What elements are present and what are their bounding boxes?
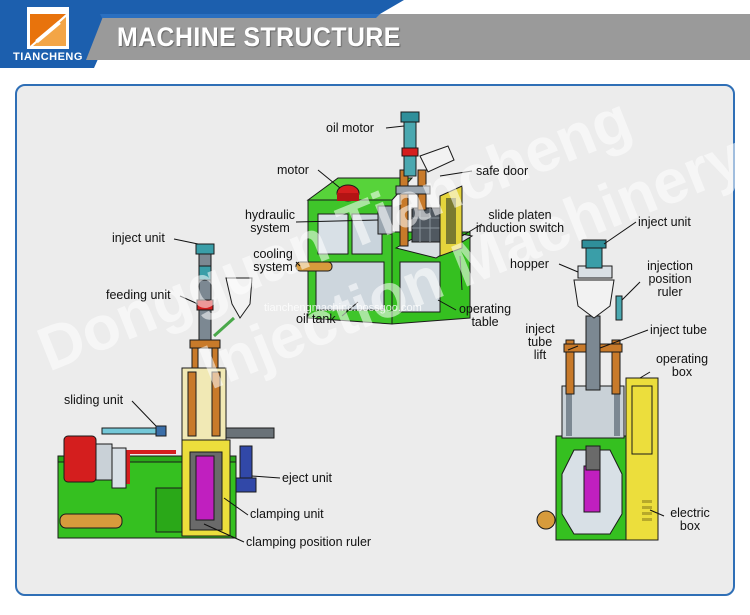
label-motor: motor bbox=[277, 163, 309, 177]
label-inject-unit-left: inject unit bbox=[112, 231, 165, 245]
logo-mark-icon bbox=[27, 7, 69, 49]
label-sliding-unit: sliding unit bbox=[64, 393, 124, 407]
label-inject-unit-right: inject unit bbox=[638, 215, 691, 229]
company-logo: TIANCHENG bbox=[0, 0, 100, 68]
page-title: MACHINE STRUCTURE bbox=[117, 22, 401, 52]
label-eject-unit: eject unit bbox=[282, 471, 333, 485]
label-feeding-unit: feeding unit bbox=[106, 288, 171, 302]
label-clamping-position-ruler: clamping position ruler bbox=[246, 535, 372, 549]
label-inject-tube: inject tube bbox=[650, 323, 707, 337]
watermark-url: tianchengmachine.bossgoo.com bbox=[264, 302, 422, 314]
label-safe-door: safe door bbox=[476, 164, 529, 178]
label-oil-motor: oil motor bbox=[326, 121, 374, 135]
header-background bbox=[0, 0, 750, 68]
label-oil-tank: oil tank bbox=[296, 312, 336, 326]
label-clamping-unit: clamping unit bbox=[250, 507, 324, 521]
label-hopper: hopper bbox=[510, 257, 549, 271]
leader-lines bbox=[131, 125, 665, 543]
right-machine bbox=[536, 239, 659, 541]
logo-text: TIANCHENG bbox=[13, 51, 83, 63]
left-machine bbox=[57, 243, 275, 539]
header-banner: TIANCHENG MACHINE STRUCTURE bbox=[0, 0, 750, 68]
